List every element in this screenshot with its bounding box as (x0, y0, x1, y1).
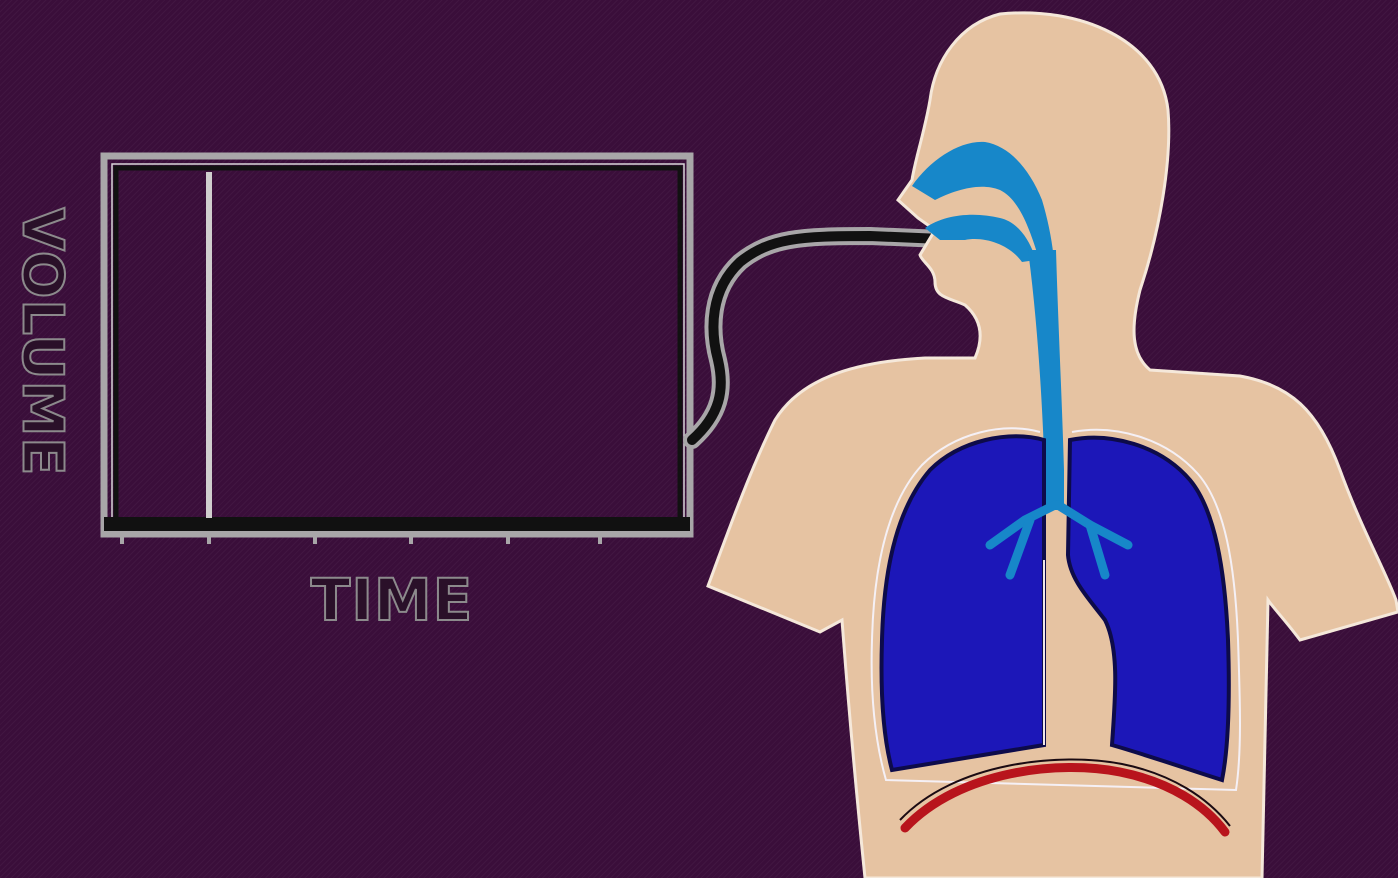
time-axis-label: TIME (311, 566, 473, 634)
graph-inner-highlight (112, 164, 684, 524)
spirometer-graph (104, 156, 690, 544)
volume-axis-label: VOLUME (10, 207, 75, 476)
graph-outer-frame (104, 156, 690, 534)
human-figure (708, 13, 1398, 878)
graph-inner-frame (116, 168, 680, 520)
